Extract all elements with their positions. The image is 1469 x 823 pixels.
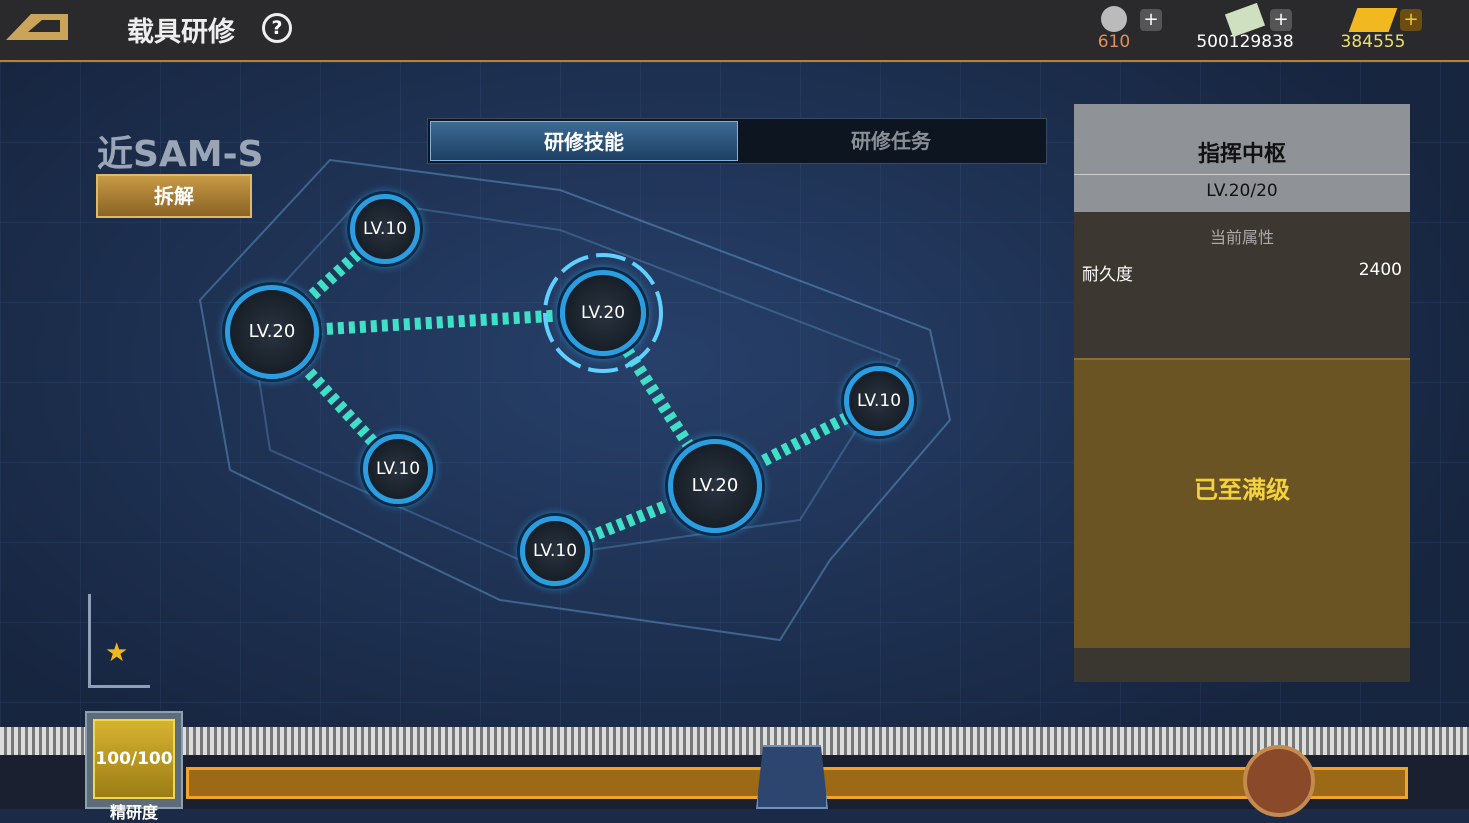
add-medal-button[interactable]: +	[1140, 9, 1162, 31]
proficiency-badge: 100/100 精研度	[85, 711, 183, 822]
milestone-rocket-icon[interactable]	[756, 745, 828, 809]
rank-filter-button[interactable]: ★	[88, 594, 150, 688]
back-button[interactable]	[6, 10, 68, 40]
help-icon[interactable]: ?	[262, 13, 292, 43]
gold-count: 384555	[1340, 32, 1406, 52]
skill-detail-panel: 指挥中枢 LV.20/20 当前属性 耐久度 2400 已至满级	[1074, 104, 1410, 682]
skill-node[interactable]: LV.10	[363, 434, 433, 504]
skill-node[interactable]: LV.10	[844, 366, 914, 436]
medal-resource: 610	[1092, 6, 1136, 52]
proficiency-label: 精研度	[109, 803, 158, 822]
attr-name: 耐久度	[1082, 265, 1133, 285]
attr-value: 2400	[1358, 260, 1402, 280]
medal-icon	[1101, 6, 1127, 32]
gold-resource: 384555	[1338, 6, 1408, 52]
skill-node[interactable]: LV.20	[668, 439, 762, 533]
vehicle-blueprint	[198, 158, 952, 642]
star-icon: ★	[105, 638, 129, 668]
skill-node-selected[interactable]: LV.20	[560, 270, 646, 356]
tab-training-skills[interactable]: 研修技能	[430, 121, 738, 161]
top-bar: 载具研修 ? 610 + 500129838 + 384555 +	[0, 0, 1469, 62]
skill-node[interactable]: LV.20	[225, 285, 319, 379]
skill-node[interactable]: LV.10	[350, 194, 420, 264]
skill-name: 指挥中枢	[1197, 142, 1286, 167]
proficiency-value: 100/100	[93, 719, 175, 799]
vehicle-name: 近SAM-S	[97, 134, 264, 175]
medal-count: 610	[1097, 32, 1131, 52]
dismantle-button[interactable]: 拆解	[96, 174, 252, 218]
milestone-reward-icon[interactable]	[1243, 745, 1315, 817]
selected-node-ring	[543, 253, 663, 373]
attr-row: 耐久度 2400	[1082, 260, 1402, 285]
page-title: 载具研修	[127, 17, 235, 48]
max-level-status: 已至满级	[1074, 358, 1410, 648]
add-gold-button[interactable]: +	[1400, 9, 1422, 31]
add-cash-button[interactable]: +	[1270, 9, 1292, 31]
skill-node[interactable]: LV.10	[520, 516, 590, 586]
gold-icon	[1348, 8, 1398, 32]
skill-level: LV.20/20	[1074, 174, 1410, 201]
tab-bar: 研修技能 研修任务	[427, 118, 1047, 164]
tab-training-tasks[interactable]: 研修任务	[851, 129, 931, 153]
attr-header: 当前属性	[1209, 228, 1274, 247]
rail-decoration	[0, 727, 1469, 755]
cash-count: 500129838	[1196, 32, 1294, 52]
cash-resource: 500129838	[1190, 2, 1300, 52]
